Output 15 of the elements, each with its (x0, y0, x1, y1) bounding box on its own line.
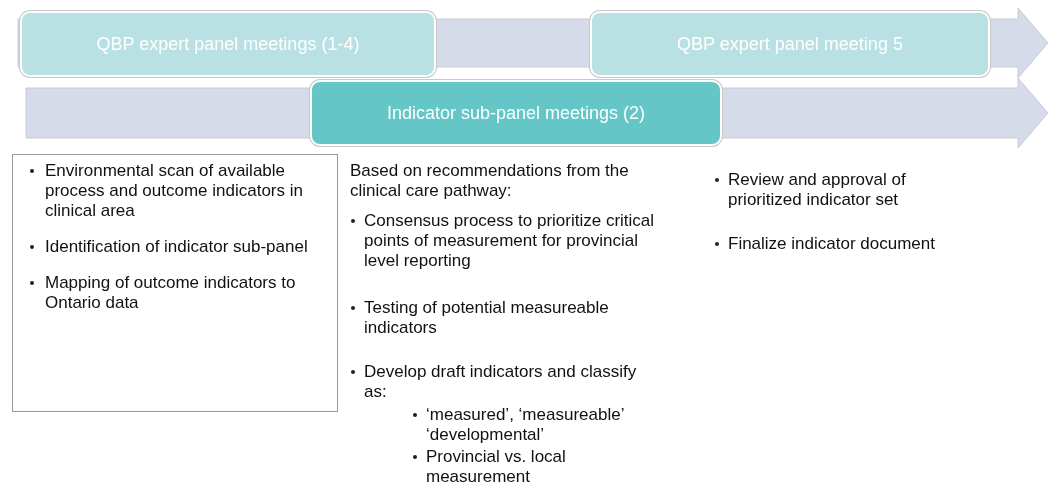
bullet-text: Finalize indicator document (728, 234, 935, 253)
bullet-text: Identification of indicator sub-panel (45, 237, 308, 256)
bullet-text: Testing of potential measureable indicators (364, 298, 609, 337)
bullet-text: Consensus process to prioritize critical points of measurement for provincial level reporting (364, 211, 655, 270)
bullet-text: Develop draft indicators and classify as: (364, 362, 637, 401)
bullet-text: Environmental scan of available process and outcome indicators in clinical area (45, 161, 303, 220)
phase-box: QBP expert panel meeting 5 (590, 11, 990, 77)
task-box (12, 154, 338, 412)
bullet-text: Review and approval of prioritized indicator set (728, 170, 906, 209)
intro-text: Based on recommendations from the clinical care pathway: (350, 161, 630, 201)
bullet-text: Mapping of outcome indicators to Ontario data (45, 273, 296, 312)
bullet-text: ‘measured’, ‘measureable’ ‘developmental’ (426, 405, 624, 444)
phase-box: Indicator sub-panel meetings (2) (310, 80, 722, 146)
phase-box: QBP expert panel meetings (1-4) (20, 11, 436, 77)
bullet-text: Provincial vs. local measurement (426, 447, 566, 486)
